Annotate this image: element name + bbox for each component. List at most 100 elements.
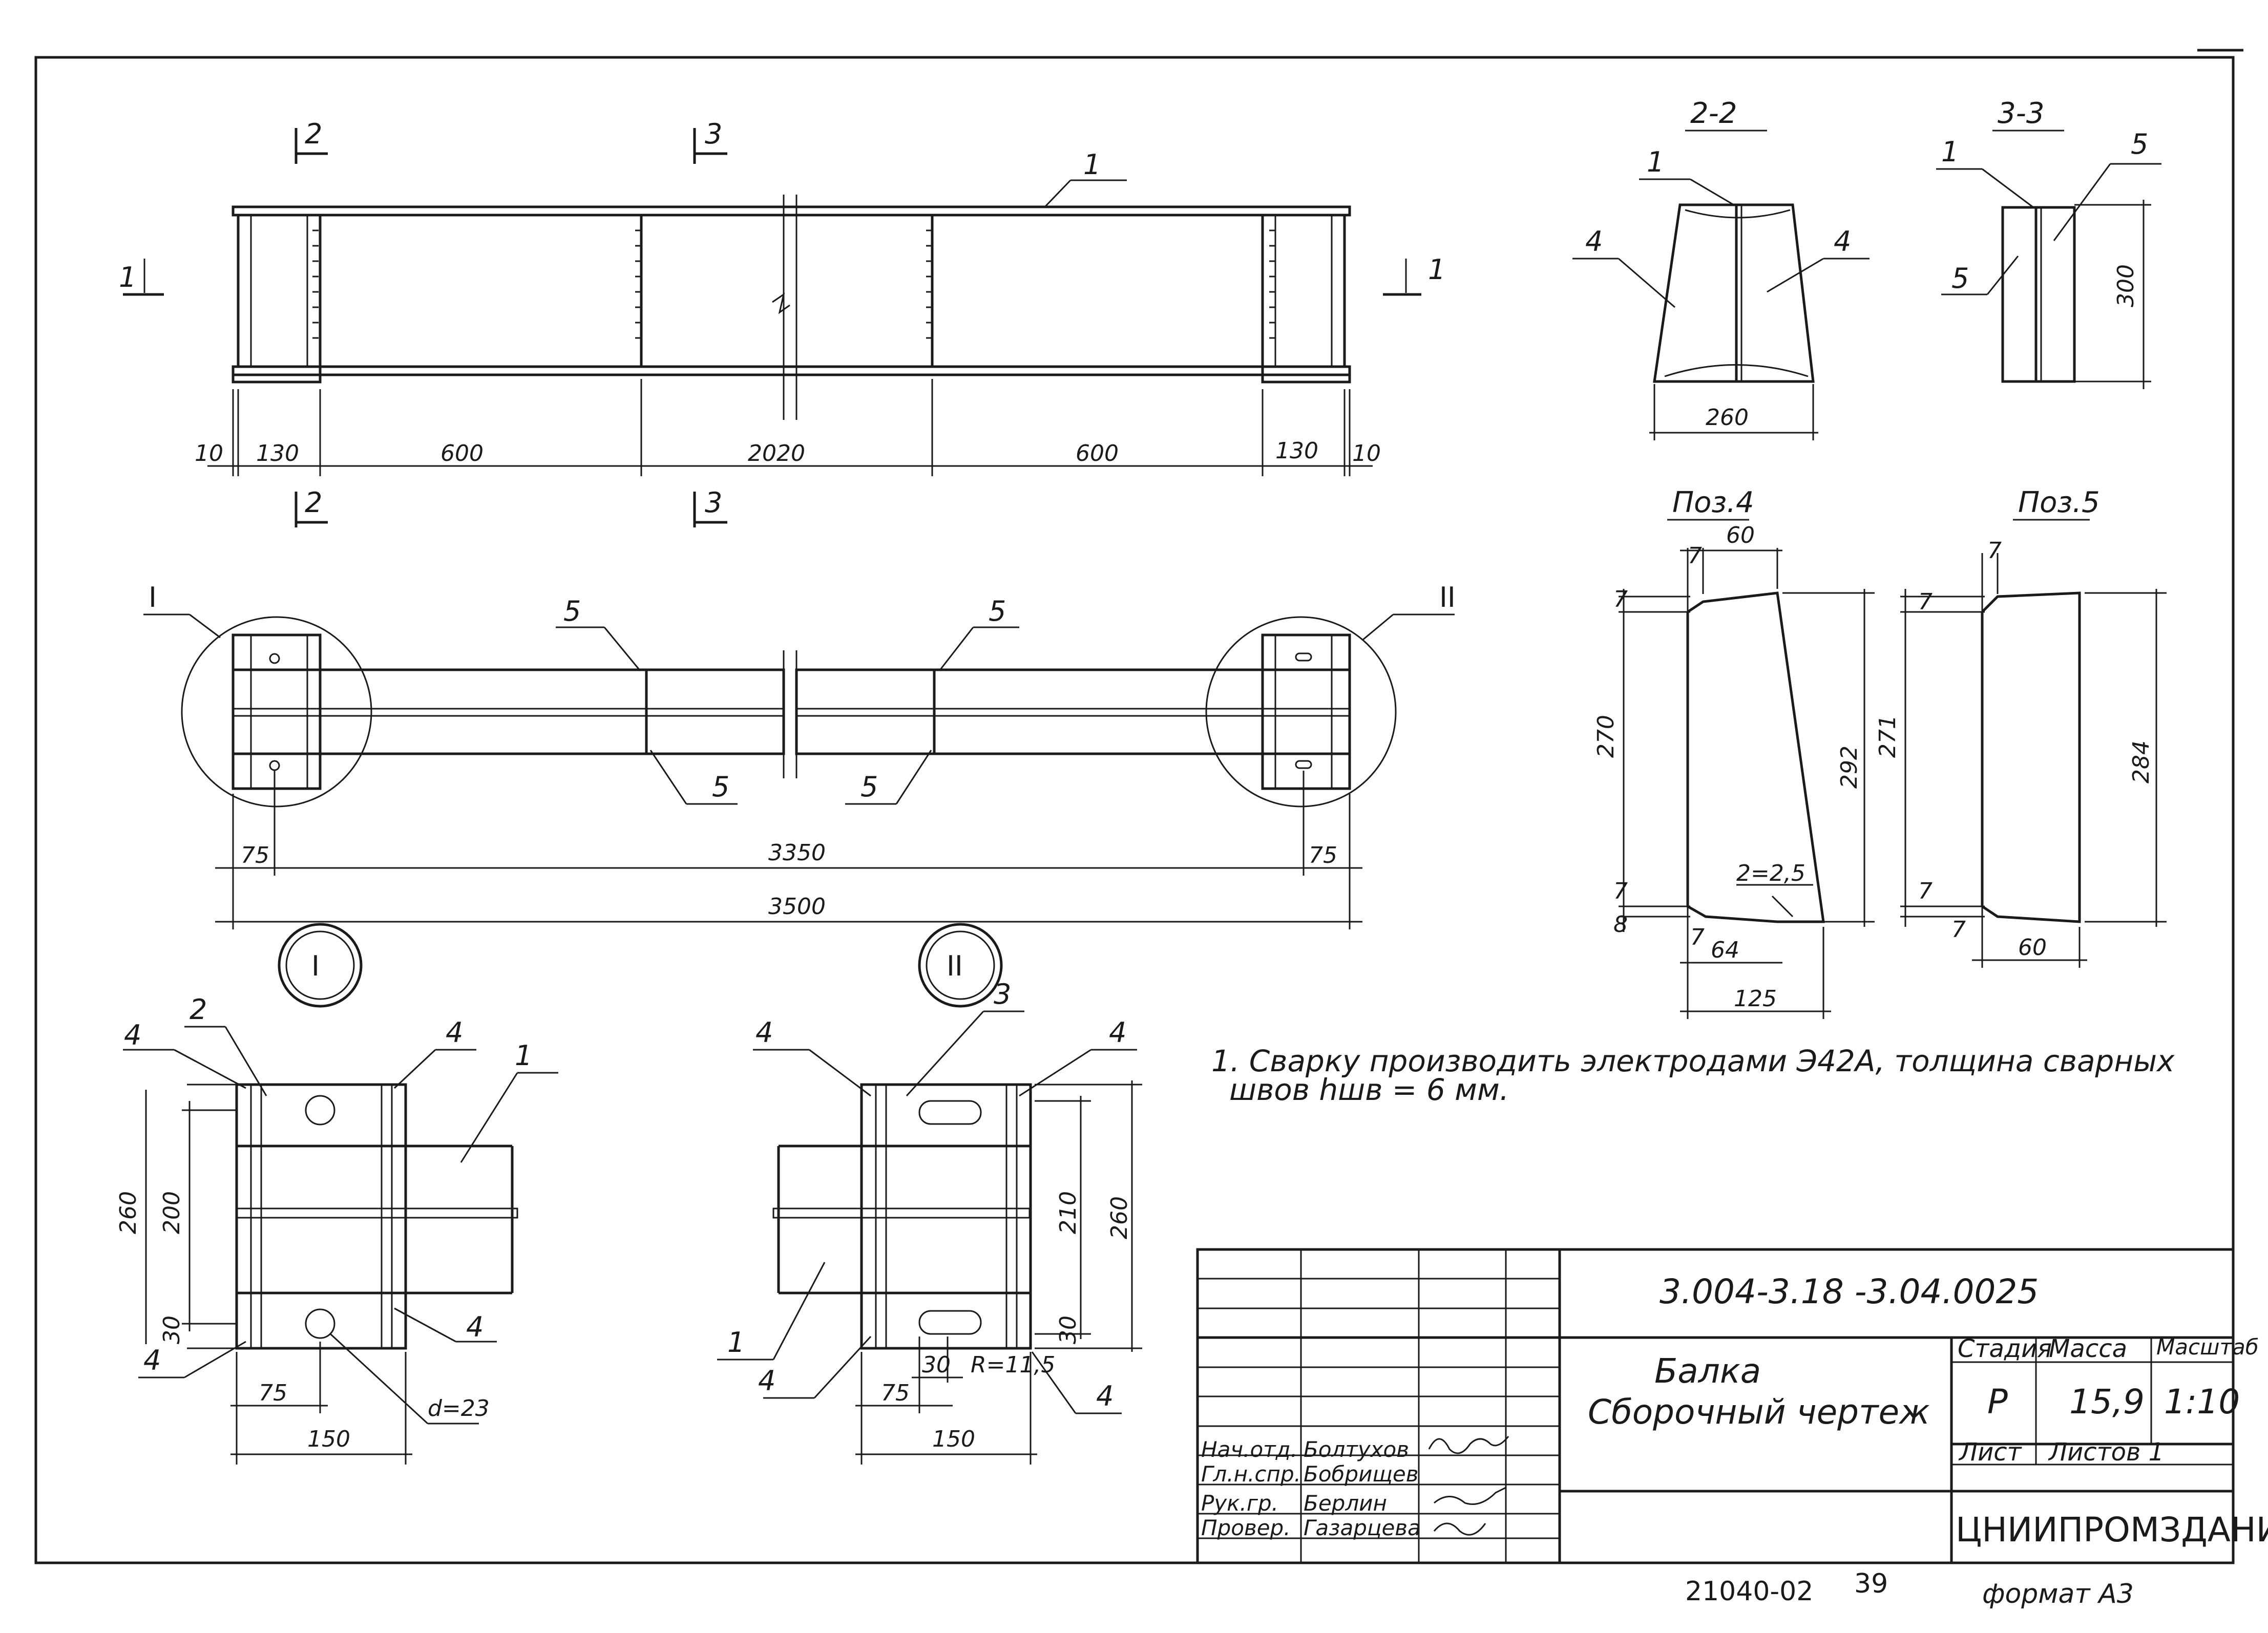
dim-2-2-width: 260 xyxy=(1706,405,1749,431)
section-2-2: 2-2 260 1 4 4 xyxy=(1572,97,1870,440)
dim-pos5-7-bottom: 7 xyxy=(1918,878,1933,904)
footer-page: 39 xyxy=(1854,1568,1888,1599)
signature-3 xyxy=(1434,1487,1506,1505)
tb-name-4: Газарцева xyxy=(1304,1515,1421,1540)
section-2-2-title: 2-2 xyxy=(1690,97,1737,130)
dim-pos5-7-top: 7 xyxy=(1987,538,2002,564)
note-line-2: швов hшв = 6 мм. xyxy=(1229,1072,1509,1107)
tb-scale: 1:10 xyxy=(2164,1382,2240,1422)
dim-elev-600-right: 600 xyxy=(1076,440,1119,466)
dim-pos4-292: 292 xyxy=(1836,746,1862,789)
plan-view: I II 5 5 5 5 75 3350 75 3500 xyxy=(143,581,1456,929)
dim-pos5-7-low: 7 xyxy=(1951,917,1966,943)
detail-II-mark: II xyxy=(947,950,963,982)
dim-pos4-7-bottom: 7 xyxy=(1613,878,1628,904)
general-note: 1. Сварку производить электродами Э42А, … xyxy=(1211,1044,2175,1107)
dim-detII-210: 210 xyxy=(1055,1191,1081,1234)
detail-I: I 260 200 30 75 150 d=23 4 2 xyxy=(115,923,558,1465)
tb-name-line1: Балка xyxy=(1654,1351,1761,1391)
detail-I-label-1: 1 xyxy=(515,1040,532,1072)
dim-detII-radius: R=11,5 xyxy=(971,1352,1055,1378)
footer: 21040-02 39 формат А3 xyxy=(1685,1568,2134,1609)
plan-stiffener-label-2: 5 xyxy=(989,595,1006,627)
dim-pos4-125: 125 xyxy=(1734,986,1777,1012)
section-3-3-title: 3-3 xyxy=(1998,97,2044,130)
pos4-title: Поз.4 xyxy=(1672,486,1754,519)
view-mark-left: 1 xyxy=(119,261,136,293)
tb-name-line2: Сборочный чертеж xyxy=(1588,1392,1930,1432)
tb-mass-header: Масса xyxy=(2049,1334,2127,1363)
detail-I-hole: d=23 xyxy=(428,1395,490,1422)
tb-sheets-label: Листов 1 xyxy=(2048,1438,2164,1467)
detail-II-label-3: 3 xyxy=(994,978,1011,1010)
detail-II-label-4-tr: 4 xyxy=(1109,1016,1126,1049)
section-3-3-label-5-left: 5 xyxy=(1951,262,1969,294)
section-3-3: 3-3 300 1 5 5 xyxy=(1936,97,2161,389)
detail-II-label-4-bl: 4 xyxy=(758,1365,775,1397)
section-3-3-label-5-right: 5 xyxy=(2131,128,2148,160)
plan-stiffener-label-4: 5 xyxy=(860,771,878,803)
detail-I-label-4-bl: 4 xyxy=(143,1344,161,1376)
dim-detII-260: 260 xyxy=(1106,1196,1132,1239)
title-block: 3.004-3.18 -3.04.0025 Балка Сборочный че… xyxy=(1196,1248,2268,1564)
dim-pos4-7-left: 7 xyxy=(1613,586,1628,612)
view-mark-right: 1 xyxy=(1428,253,1445,286)
elevation-part-label: 1 xyxy=(1083,149,1101,181)
section-2-2-label-4-left: 4 xyxy=(1585,225,1603,258)
tb-stage: Р xyxy=(1987,1382,2008,1422)
section-2-2-label-1: 1 xyxy=(1647,146,1664,178)
tb-role-3: Рук.гр. xyxy=(1201,1491,1278,1516)
dim-detII-75: 75 xyxy=(881,1380,910,1406)
dim-pos5-60: 60 xyxy=(2018,935,2047,961)
dim-elev-600-left: 600 xyxy=(440,440,484,466)
section-3-3-label-1: 1 xyxy=(1941,136,1959,168)
dim-pos4-64: 64 xyxy=(1711,937,1739,963)
section-mark-2-bottom: 2 xyxy=(305,486,322,519)
note-line-1: 1. Сварку производить электродами Э42А, … xyxy=(1211,1044,2175,1078)
signature-4 xyxy=(1433,1522,1486,1536)
tb-name-1: Болтухов xyxy=(1304,1437,1409,1462)
footer-inventory: 21040-02 xyxy=(1685,1576,1813,1607)
tb-mass: 15,9 xyxy=(2069,1382,2145,1422)
part-pos5: Поз.5 7 7 271 284 7 7 60 xyxy=(1875,486,2167,968)
dim-3-3-height: 300 xyxy=(2113,264,2139,307)
dim-pos4-8: 8 xyxy=(1613,911,1628,938)
dim-pos4-7-top: 7 xyxy=(1688,543,1702,569)
section-mark-3-top: 3 xyxy=(705,118,722,150)
dim-pos4-60: 60 xyxy=(1726,522,1755,548)
detail-II-label-1: 1 xyxy=(727,1326,745,1359)
section-mark-3-bottom: 3 xyxy=(705,486,722,519)
plan-stiffener-label-1: 5 xyxy=(563,595,581,627)
dim-pos5-284: 284 xyxy=(2128,740,2154,783)
tb-stage-header: Стадия xyxy=(1958,1334,2052,1363)
elevation-view: 1 2 3 2 3 1 1 10 130 600 2020 600 xyxy=(119,118,1445,527)
detail-I-label-4-tl: 4 xyxy=(124,1019,141,1051)
dim-detI-150: 150 xyxy=(307,1426,350,1452)
tb-role-2: Гл.н.спр. xyxy=(1201,1461,1301,1487)
dim-plan-75-left: 75 xyxy=(241,842,269,868)
part-pos4: Поз.4 60 7 7 270 292 7 8 7 64 125 2=2,5 xyxy=(1593,486,1875,1019)
callout-left: I xyxy=(149,581,157,613)
detail-II: II 210 260 30 30 R=11,5 75 150 4 xyxy=(717,923,1142,1465)
tb-scale-header: Масштаб xyxy=(2156,1334,2259,1360)
dim-elev-2020: 2020 xyxy=(748,440,805,466)
detail-I-label-4-tr: 4 xyxy=(446,1016,463,1049)
dim-elev-130-right: 130 xyxy=(1275,438,1318,464)
dim-plan-3350: 3350 xyxy=(768,840,826,866)
tb-role-4: Провер. xyxy=(1201,1515,1291,1540)
detail-I-mark: I xyxy=(311,950,320,982)
dim-pos4-7-low: 7 xyxy=(1690,924,1705,950)
dim-plan-3500: 3500 xyxy=(768,894,826,920)
section-mark-2-top: 2 xyxy=(305,118,322,150)
tb-organization: ЦНИИПРОМЗДАНИЙ xyxy=(1956,1510,2268,1550)
dim-pos4-270: 270 xyxy=(1593,715,1619,758)
dim-plan-75-right: 75 xyxy=(1309,842,1337,868)
sheet-frame xyxy=(34,56,2235,1564)
pos4-weld: 2=2,5 xyxy=(1736,860,1805,886)
dim-pos5-7-left: 7 xyxy=(1918,589,1933,615)
plan-stiffener-label-3: 5 xyxy=(712,771,729,803)
dim-detI-75: 75 xyxy=(259,1380,287,1406)
detail-I-label-2: 2 xyxy=(190,993,207,1026)
dim-pos5-271: 271 xyxy=(1875,715,1901,758)
